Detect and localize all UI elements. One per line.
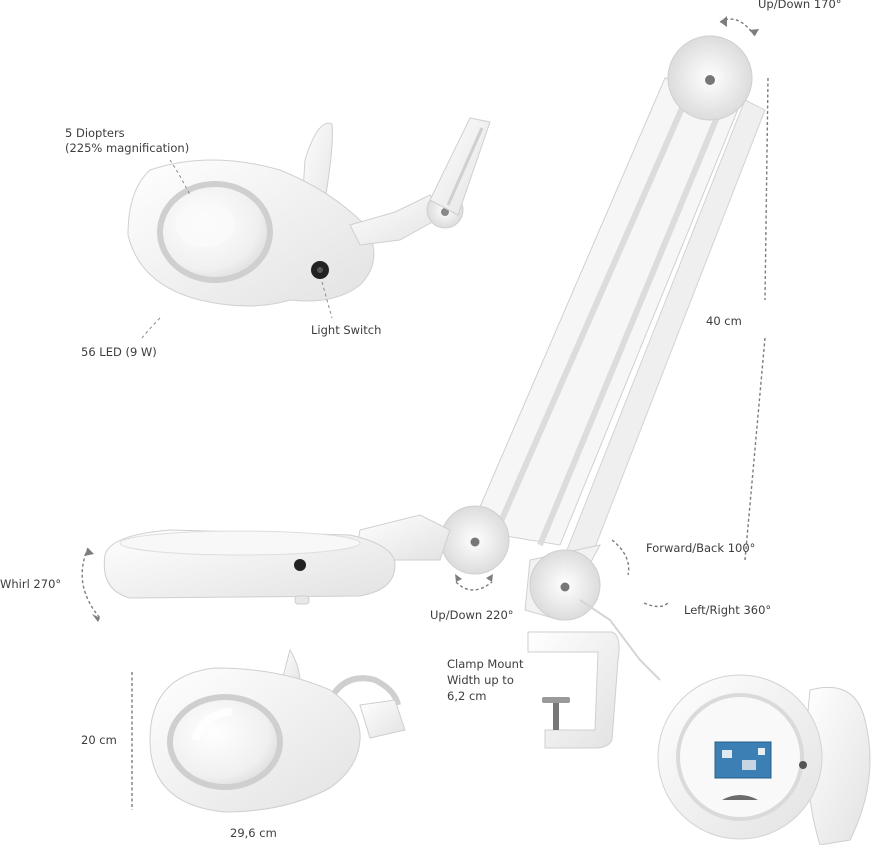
width-label: 29,6 cm (230, 826, 277, 840)
main-lamp (103, 35, 766, 749)
arrow-heads (84, 16, 759, 622)
clamp-width-label: Width up to (447, 673, 514, 687)
up-down-mid-label: Up/Down 220° (430, 608, 514, 622)
left-right-label: Left/Right 360° (684, 603, 772, 617)
height-label: 20 cm (81, 733, 117, 747)
lens-closeup (657, 674, 871, 845)
arm-length-label: 40 cm (706, 314, 742, 328)
up-down-top-label: Up/Down 170° (758, 0, 842, 11)
diopters-label: 5 Diopters (65, 126, 125, 140)
head-closeup (127, 117, 491, 339)
magnification-label: (225% magnification) (65, 141, 190, 155)
top-view (149, 648, 406, 813)
forward-back-label: Forward/Back 100° (646, 541, 756, 555)
clamp-size-label: 6,2 cm (447, 689, 487, 703)
led-label: 56 LED (9 W) (81, 345, 157, 359)
whirl-label: Whirl 270° (0, 577, 62, 591)
light-switch-label: Light Switch (311, 323, 382, 337)
clamp-mount-label: Clamp Mount (447, 657, 524, 671)
